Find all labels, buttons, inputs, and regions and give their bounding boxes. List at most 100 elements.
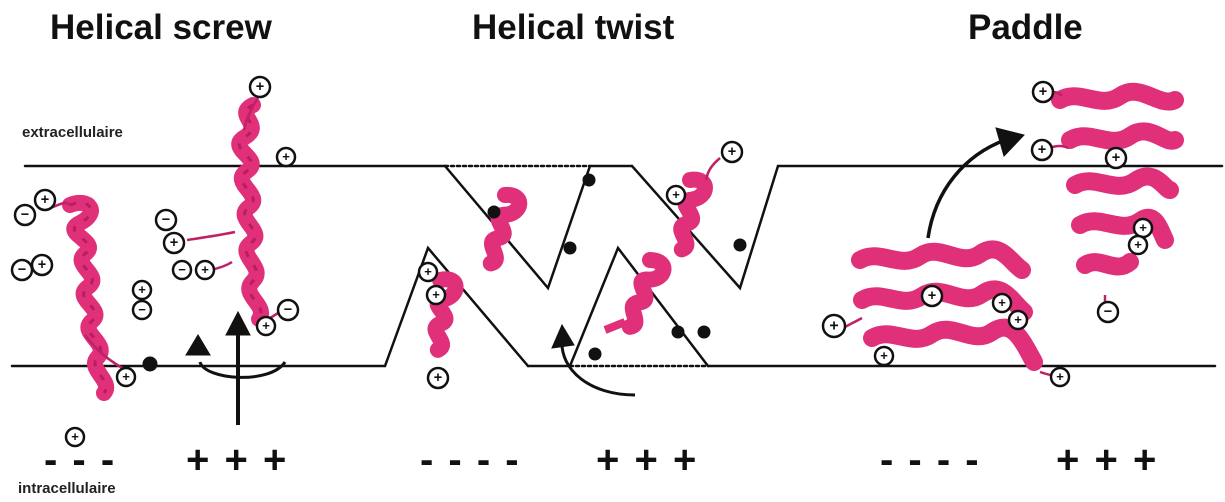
positive-charge-icon: + bbox=[131, 279, 153, 301]
title-helical-twist: Helical twist bbox=[472, 8, 675, 47]
positive-charge-icon: + bbox=[115, 366, 137, 388]
svg-text:+: + bbox=[71, 429, 79, 444]
twist-helix-fragment bbox=[603, 318, 627, 334]
svg-text:+: + bbox=[1014, 312, 1022, 327]
svg-text:+: + bbox=[928, 288, 936, 304]
negative-charge-icon: − bbox=[276, 298, 300, 322]
positive-charge-icon: + bbox=[255, 315, 277, 337]
negative-charge-icon: − bbox=[154, 208, 178, 232]
extracellular-label: extracellulaire bbox=[22, 124, 123, 141]
twist-rotation-arc bbox=[560, 339, 636, 397]
positive-charge-icon: + bbox=[194, 259, 216, 281]
positive-charge-icon: + bbox=[162, 231, 186, 255]
positive-charge-icon: + bbox=[1007, 309, 1029, 331]
positive-charge-icon: + bbox=[248, 75, 272, 99]
negative-charge-icon: − bbox=[171, 259, 193, 281]
svg-text:+: + bbox=[672, 187, 680, 202]
svg-text:−: − bbox=[21, 207, 29, 223]
helices bbox=[62, 82, 1184, 401]
twist-lower-zigzag-1 bbox=[383, 245, 530, 368]
svg-text:+: + bbox=[138, 282, 146, 297]
paddle-helix-bundle-upper bbox=[1051, 82, 1184, 276]
paddle-positive-charges: + + + bbox=[1056, 438, 1159, 482]
svg-text:−: − bbox=[178, 262, 186, 277]
positive-charge-icon: + bbox=[30, 253, 54, 277]
positive-charge-icon: + bbox=[1127, 234, 1149, 256]
svg-text:+: + bbox=[170, 235, 178, 251]
negative-charge-icon: − bbox=[13, 203, 37, 227]
arrows bbox=[185, 127, 1025, 425]
svg-text:+: + bbox=[998, 295, 1006, 310]
membrane-lines bbox=[10, 164, 1224, 368]
svg-text:+: + bbox=[728, 144, 736, 160]
twist-helix-3 bbox=[673, 171, 713, 258]
screw-positive-charges: + + + bbox=[186, 438, 289, 482]
svg-text:+: + bbox=[1056, 369, 1064, 384]
positive-charge-icon: + bbox=[665, 184, 687, 206]
svg-text:+: + bbox=[282, 149, 290, 164]
twist-upper-zigzag-2 bbox=[630, 164, 780, 291]
negative-charge-icon: − bbox=[1096, 300, 1120, 324]
svg-text:+: + bbox=[41, 192, 49, 208]
screw-rotation-arrowhead bbox=[185, 334, 211, 356]
charge-dot-icon bbox=[733, 238, 747, 252]
charge-dot-icon bbox=[697, 325, 711, 339]
svg-text:+: + bbox=[262, 318, 270, 333]
positive-charge-icon: + bbox=[275, 146, 297, 168]
paddle-arrowhead bbox=[995, 127, 1025, 157]
twist-helix-1 bbox=[482, 187, 528, 272]
svg-text:−: − bbox=[138, 302, 146, 317]
positive-charge-icon: + bbox=[33, 188, 57, 212]
svg-text:+: + bbox=[1134, 237, 1142, 252]
charge-dot-icon bbox=[142, 356, 158, 372]
twist-helix-4 bbox=[621, 252, 672, 335]
twist-rotation-arrowhead bbox=[551, 323, 575, 349]
twist-upper-zigzag-1 bbox=[443, 164, 592, 291]
positive-charge-icon: + bbox=[1031, 80, 1055, 104]
svg-text:+: + bbox=[434, 370, 442, 386]
charge-dot-icon bbox=[588, 347, 602, 361]
positive-charge-icon: + bbox=[991, 292, 1013, 314]
svg-text:+: + bbox=[256, 79, 264, 95]
svg-text:+: + bbox=[122, 369, 130, 384]
svg-text:+: + bbox=[424, 264, 432, 279]
svg-text:−: − bbox=[284, 302, 292, 318]
title-paddle: Paddle bbox=[968, 8, 1083, 47]
screw-helix-left bbox=[62, 195, 115, 401]
twist-helix-2 bbox=[427, 271, 464, 358]
charge-dot-icon bbox=[671, 325, 685, 339]
positive-charge-icon: + bbox=[64, 426, 86, 448]
screw-up-arrowhead bbox=[225, 310, 251, 336]
title-helical-screw: Helical screw bbox=[50, 8, 272, 47]
positive-charge-icon: + bbox=[873, 345, 895, 367]
svg-text:+: + bbox=[1112, 150, 1120, 166]
svg-text:+: + bbox=[432, 287, 440, 302]
twist-positive-charges: + + + bbox=[596, 438, 699, 482]
charge-markers: +++−+−−+−++−+−++++++++++++−++++++ bbox=[10, 75, 1154, 448]
positive-charge-icon: + bbox=[426, 366, 450, 390]
charge-dot-icon bbox=[487, 205, 501, 219]
paddle-arrow-arc bbox=[926, 138, 1006, 239]
twist-negative-charges: - - - - bbox=[420, 438, 521, 482]
charge-dot-icon bbox=[563, 241, 577, 255]
positive-charge-icon: + bbox=[417, 261, 439, 283]
svg-text:+: + bbox=[1139, 220, 1147, 235]
svg-text:+: + bbox=[38, 257, 46, 273]
svg-text:−: − bbox=[162, 212, 170, 228]
svg-text:+: + bbox=[829, 318, 838, 335]
charge-dot-icon bbox=[582, 173, 596, 187]
negative-charge-icon: − bbox=[131, 299, 153, 321]
svg-text:+: + bbox=[201, 262, 209, 277]
svg-text:+: + bbox=[880, 348, 888, 363]
positive-charge-icon: + bbox=[920, 284, 944, 308]
svg-text:+: + bbox=[1039, 84, 1047, 100]
positive-charge-icon: + bbox=[1030, 138, 1054, 162]
svg-text:−: − bbox=[18, 262, 26, 278]
positive-charge-icon: + bbox=[1132, 217, 1154, 239]
paddle-negative-charges: - - - - bbox=[880, 438, 981, 482]
intracellular-label: intracellulaire bbox=[18, 480, 116, 497]
negative-charge-icon: − bbox=[10, 258, 34, 282]
positive-charge-icon: + bbox=[1104, 146, 1128, 170]
